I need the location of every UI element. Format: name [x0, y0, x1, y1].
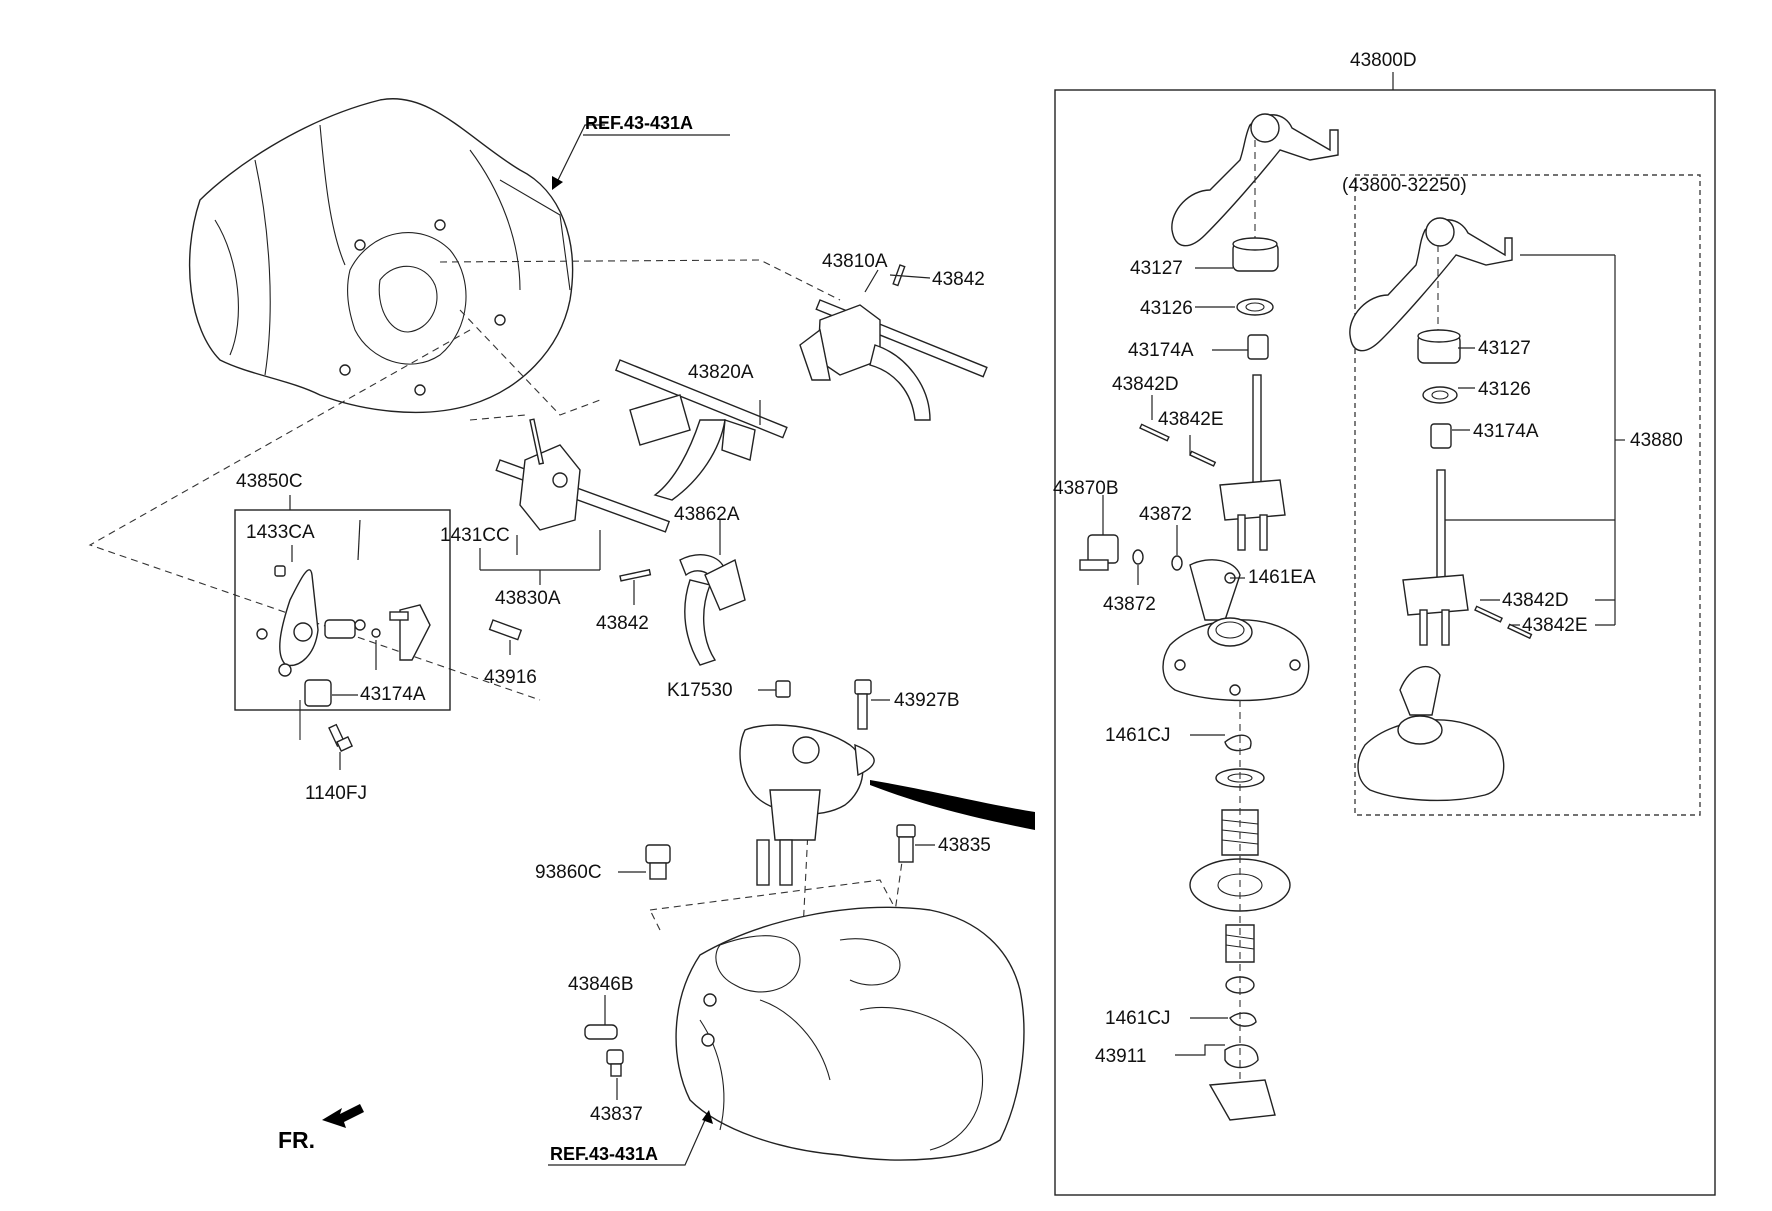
- ref-label-top: REF.43-431A: [585, 113, 693, 133]
- assembly-box-43800D: [1054, 89, 1716, 1196]
- label-43842E-a: 43842E: [1158, 409, 1224, 430]
- sub-assembly-column: [1402, 245, 1533, 646]
- lever-assembly-43850C: [256, 565, 431, 740]
- label-1461CJ-a: 1461CJ: [1105, 725, 1171, 746]
- shift-rail-43830A: [495, 418, 671, 533]
- shift-fork-43862A: [619, 554, 746, 666]
- label-43850C: 43850C: [236, 471, 303, 492]
- label-43126-b: 43126: [1478, 379, 1531, 400]
- assembly-box-43850C: [234, 509, 451, 711]
- label-1461EA: 1461EA: [1248, 567, 1316, 588]
- transmission-housing-bottom: [675, 906, 1025, 1161]
- label-43837: 43837: [590, 1104, 643, 1125]
- label-43927B: 43927B: [894, 690, 960, 711]
- label-1431CC: 1431CC: [440, 525, 510, 546]
- sub-assembly-leaders: [1445, 254, 1625, 626]
- leader-lines-left: [291, 269, 935, 1100]
- leader-lines-right: [1102, 267, 1248, 1056]
- label-93860C: 93860C: [535, 862, 602, 883]
- connector-wedge: [870, 780, 1035, 830]
- front-indicator: FR.: [278, 1104, 364, 1153]
- bolt-43927B: [854, 679, 872, 730]
- front-label: FR.: [278, 1127, 315, 1153]
- label-43862A: 43862A: [674, 504, 740, 525]
- shift-rail-43810A: [799, 264, 988, 421]
- cover-plate: [1162, 617, 1310, 702]
- label-43800-32250: (43800-32250): [1342, 175, 1467, 196]
- label-43835: 43835: [938, 835, 991, 856]
- label-43842D-b: 43842D: [1502, 590, 1569, 611]
- label-43870B: 43870B: [1053, 478, 1119, 499]
- plug-43835: [896, 824, 916, 863]
- bolt-1140FJ: [328, 723, 354, 752]
- label-43830A: 43830A: [495, 588, 561, 609]
- label-43842E-b: 43842E: [1522, 615, 1588, 636]
- label-43872-a: 43872: [1139, 504, 1192, 525]
- shift-fork-43820A: [614, 359, 788, 501]
- label-1433CA: 1433CA: [246, 522, 315, 543]
- label-43911: 43911: [1095, 1046, 1146, 1067]
- label-43842-mid: 43842: [596, 613, 649, 634]
- label-K17530: K17530: [667, 680, 733, 701]
- ref-label-bottom: REF.43-431A: [550, 1144, 658, 1164]
- seals-43872: [1132, 549, 1183, 571]
- shift-control-assembly: [739, 724, 875, 886]
- label-1461CJ-b: 1461CJ: [1105, 1008, 1171, 1029]
- label-43800D: 43800D: [1350, 50, 1417, 71]
- label-43872-b: 43872: [1103, 594, 1156, 615]
- selector-43870B: [1079, 534, 1119, 571]
- label-43820A: 43820A: [688, 362, 754, 383]
- ref-arrow-bottom-head: [702, 1110, 713, 1124]
- plug-43846B: [584, 1024, 618, 1040]
- bolt-43916: [488, 619, 523, 641]
- switch-93860C: [645, 844, 671, 880]
- front-arrow-icon: [322, 1104, 364, 1128]
- ref-arrow-top-head: [552, 176, 563, 190]
- label-43174A-b: 43174A: [1473, 421, 1539, 442]
- label-43174A-a: 43174A: [1128, 340, 1194, 361]
- label-43880: 43880: [1630, 430, 1683, 451]
- lower-stack: [1189, 700, 1291, 1121]
- part-labels: 43810A 43842 43820A 43850C 1433CA 1431CC…: [236, 50, 1683, 1125]
- label-43916: 43916: [484, 667, 537, 688]
- ref-arrow-top: [557, 124, 605, 181]
- label-1140FJ: 1140FJ: [305, 783, 367, 804]
- ref-arrow-bottom: [548, 1119, 706, 1166]
- label-43842D-a: 43842D: [1112, 374, 1179, 395]
- label-43810A: 43810A: [822, 251, 888, 272]
- label-43127-a: 43127: [1130, 258, 1183, 279]
- assembly-box-43800-32250: [1354, 174, 1701, 816]
- bolt-K17530: [775, 680, 791, 698]
- shift-finger-1461EA: [1189, 559, 1241, 621]
- label-43842-top: 43842: [932, 269, 985, 290]
- plug-43837: [606, 1049, 624, 1077]
- sub-assembly-cover: [1357, 665, 1505, 802]
- label-43846B: 43846B: [568, 974, 634, 995]
- sub-assembly-lever: [1349, 217, 1513, 352]
- column-43800D: [1139, 140, 1286, 551]
- label-43174A-left: 43174A: [360, 684, 426, 705]
- label-43126-a: 43126: [1140, 298, 1193, 319]
- control-lever-upper: [1171, 113, 1339, 247]
- transmission-housing-top: [188, 98, 574, 414]
- label-43127-b: 43127: [1478, 338, 1531, 359]
